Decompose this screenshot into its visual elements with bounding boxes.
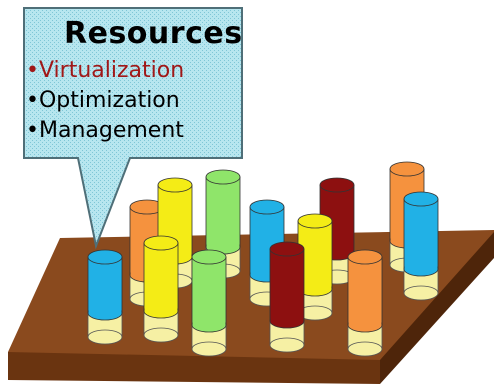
cylinder-orange — [347, 249, 383, 357]
callout-bubble — [23, 7, 243, 250]
cylinder-blue — [403, 191, 439, 301]
platform-front — [8, 352, 380, 384]
cylinders-group — [87, 161, 439, 357]
cylinder-darkred — [269, 241, 305, 353]
cylinder-yellow — [143, 235, 179, 343]
cylinder-blue — [87, 249, 123, 345]
cylinder-green — [191, 249, 227, 357]
callout-shape — [23, 7, 243, 250]
cylinder-green — [205, 169, 241, 279]
platform-side — [380, 232, 494, 384]
